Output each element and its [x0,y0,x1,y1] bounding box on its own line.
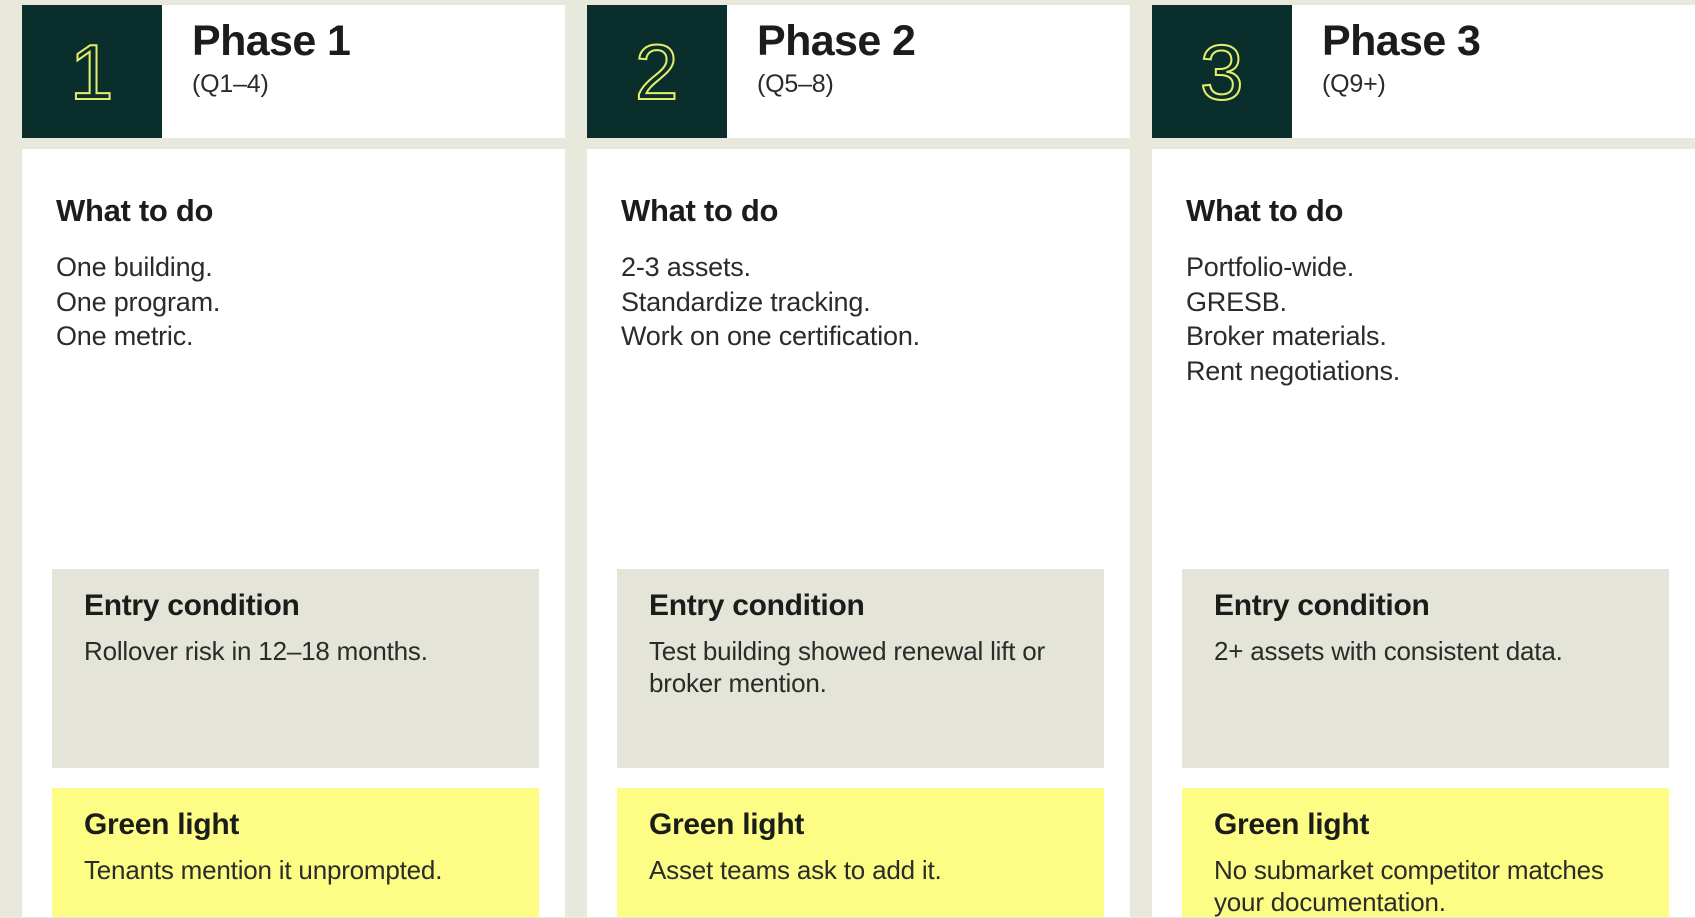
phase-2-quarter-range: (Q5–8) [757,70,834,99]
phase-2-entry-condition-panel: Entry condition Test building showed ren… [617,569,1104,768]
phase-3-what-section: What to do Portfolio-wide. GRESB. Broker… [1152,149,1695,388]
phase-2-title: Phase 2 [757,17,916,65]
phase-3-entry-text: 2+ assets with consistent data. [1214,636,1563,666]
phase-2-header-text: Phase 2 (Q5–8) [727,5,1130,138]
phase-2-entry-heading: Entry condition [649,589,865,622]
list-item: One metric. [56,321,194,352]
phase-2-green-light-panel: Green light Asset teams ask to add it. [617,788,1104,917]
phase-1-green-heading: Green light [84,808,240,841]
phase-1-number-badge: 1 [22,5,162,138]
phase-3-header-text: Phase 3 (Q9+) [1292,5,1695,138]
phase-1-title: Phase 1 [192,17,351,65]
phase-3-entry-heading: Entry condition [1214,589,1430,622]
phase-3-title: Phase 3 [1322,17,1481,65]
phase-3-what-heading: What to do [1186,193,1344,228]
phase-1-quarter-range: (Q1–4) [192,70,269,99]
list-item: Portfolio-wide. [1186,252,1355,283]
phase-2-what-list: 2-3 assets. Standardize tracking. Work o… [621,250,1096,354]
list-item: Broker materials. [1186,321,1387,352]
phase-3-green-text: No submarket competitor matches your doc… [1214,855,1604,917]
list-item: Rent negotiations. [1186,355,1401,386]
phase-1-what-heading: What to do [56,193,214,228]
phase-3-green-heading: Green light [1214,808,1370,841]
phase-card-2-body: What to do 2-3 assets. Standardize track… [587,149,1130,917]
phase-2-header-divider [587,138,1130,149]
phase-3-number: 3 [1199,27,1244,116]
phase-1-what-list: One building. One program. One metric. [56,250,531,354]
phase-1-header-text: Phase 1 (Q1–4) [162,5,565,138]
phase-card-1-body: What to do One building. One program. On… [22,149,565,917]
phase-3-green-light-panel: Green light No submarket competitor matc… [1182,788,1669,917]
phase-3-what-list: Portfolio-wide. GRESB. Broker materials.… [1186,250,1661,388]
phase-1-header-divider [22,138,565,149]
phase-1-green-text: Tenants mention it unprompted. [84,855,443,885]
phase-2-number: 2 [634,27,679,116]
phase-1-green-light-panel: Green light Tenants mention it unprompte… [52,788,539,917]
phase-card-2: 2 Phase 2 (Q5–8) What to do 2-3 assets. … [587,5,1130,917]
list-item: One program. [56,286,221,317]
phase-2-entry-text: Test building showed renewal lift or bro… [649,636,1046,698]
phase-3-entry-condition-panel: Entry condition 2+ assets with consisten… [1182,569,1669,768]
list-item: Standardize tracking. [621,286,871,317]
phase-1-what-section: What to do One building. One program. On… [22,149,565,354]
list-item: GRESB. [1186,286,1287,317]
phase-2-what-heading: What to do [621,193,779,228]
phase-card-2-header: 2 Phase 2 (Q5–8) [587,5,1130,138]
phase-3-header-divider [1152,138,1695,149]
phase-2-green-text: Asset teams ask to add it. [649,855,942,885]
list-item: Work on one certification. [621,321,920,352]
phase-1-entry-heading: Entry condition [84,589,300,622]
phase-3-number-badge: 3 [1152,5,1292,138]
phase-1-entry-text: Rollover risk in 12–18 months. [84,636,428,666]
phase-1-entry-condition-panel: Entry condition Rollover risk in 12–18 m… [52,569,539,768]
phase-1-number: 1 [69,27,114,116]
phase-card-1: 1 Phase 1 (Q1–4) What to do One building… [22,5,565,917]
list-item: 2-3 assets. [621,252,751,283]
phase-card-1-header: 1 Phase 1 (Q1–4) [22,5,565,138]
phase-card-3-header: 3 Phase 3 (Q9+) [1152,5,1695,138]
phase-3-quarter-range: (Q9+) [1322,70,1386,99]
phase-card-3-body: What to do Portfolio-wide. GRESB. Broker… [1152,149,1695,917]
list-item: One building. [56,252,213,283]
phase-2-green-heading: Green light [649,808,805,841]
phase-2-what-section: What to do 2-3 assets. Standardize track… [587,149,1130,354]
phase-card-3: 3 Phase 3 (Q9+) What to do Portfolio-wid… [1152,5,1695,917]
phase-2-number-badge: 2 [587,5,727,138]
